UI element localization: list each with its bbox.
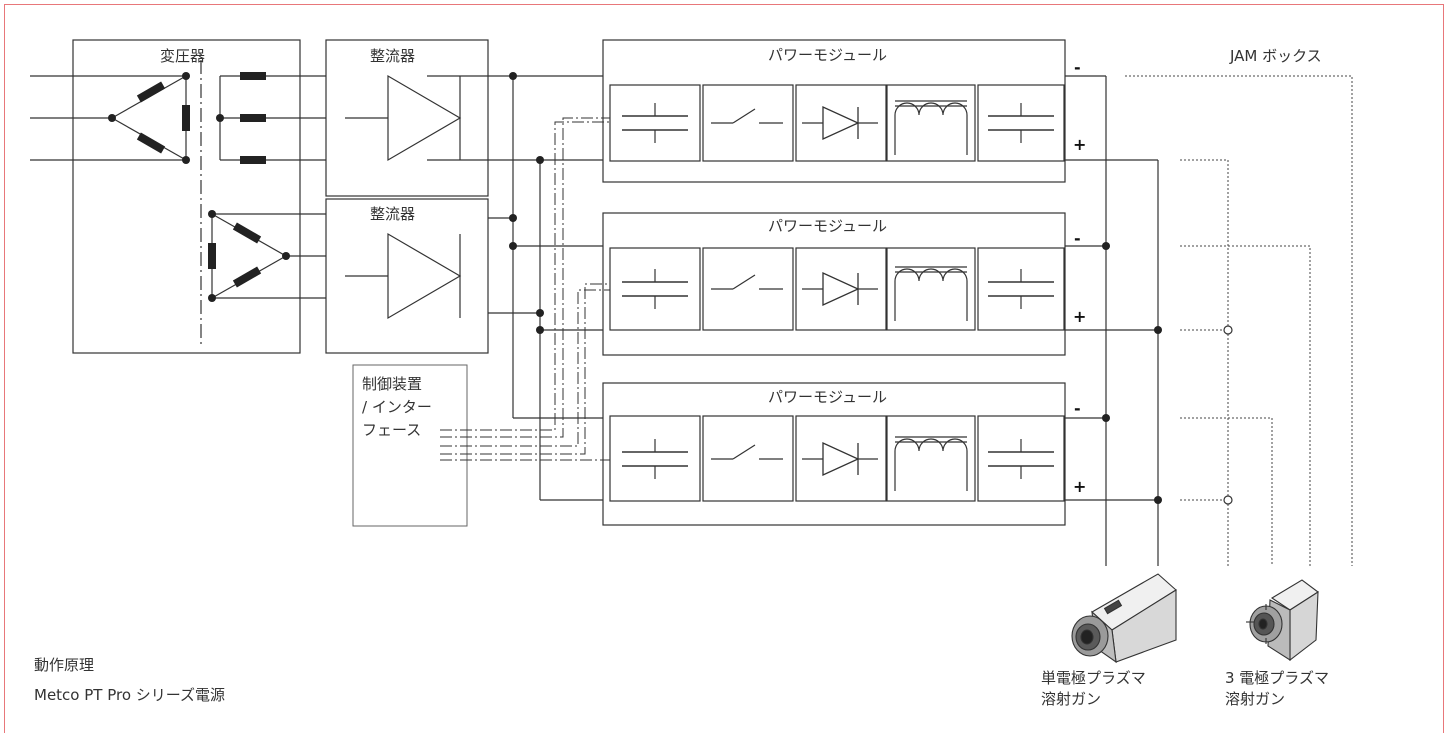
power-module-box-1 — [602, 39, 1066, 183]
plus-sign-1: + — [1073, 135, 1086, 154]
single-gun-label-1: 単電極プラズマ — [1041, 669, 1146, 687]
transformer-label: 変圧器 — [160, 47, 205, 65]
power-module-label-3: パワーモジュール — [768, 388, 887, 406]
jam-junction-rings — [1223, 325, 1233, 505]
controller-label-2: / インター — [362, 398, 432, 416]
controller-label-3: フェース — [362, 421, 421, 439]
rectifier-symbols — [345, 74, 462, 320]
triple-electrode-gun-image — [1246, 579, 1319, 662]
minus-sign-1: - — [1074, 58, 1081, 77]
rectifier-label-2: 整流器 — [370, 205, 415, 223]
junction-dots — [108, 72, 1162, 504]
jam-box-lines — [1125, 75, 1353, 566]
power-module-label-1: パワーモジュール — [768, 46, 887, 64]
plus-sign-3: + — [1073, 477, 1086, 496]
transformer-windings — [30, 60, 326, 345]
power-module-box-3 — [602, 382, 1066, 526]
single-electrode-gun-image — [1071, 573, 1177, 664]
power-module-label-2: パワーモジュール — [768, 217, 887, 235]
single-gun-label-2: 溶射ガン — [1041, 690, 1102, 708]
page-frame — [4, 4, 1444, 733]
jam-box-label: JAM ボックス — [1229, 47, 1322, 65]
power-module-box-2 — [602, 212, 1066, 356]
module-cells-3 — [609, 415, 1065, 502]
plus-sign-2: + — [1073, 307, 1086, 326]
module-cells-1 — [609, 84, 1065, 162]
rectifier-label-1: 整流器 — [370, 47, 415, 65]
minus-sign-2: - — [1074, 229, 1081, 248]
module-cells-2 — [609, 247, 1065, 331]
caption-subtitle: Metco PT Pro シリーズ電源 — [34, 686, 226, 704]
transformer-box — [72, 39, 301, 354]
rectifier-box-2 — [325, 198, 489, 354]
caption-title: 動作原理 — [34, 656, 95, 674]
minus-sign-3: - — [1074, 399, 1081, 418]
control-lines — [440, 117, 610, 461]
triple-gun-label-1: 3 電極プラズマ — [1225, 669, 1330, 687]
controller-label-1: 制御装置 — [362, 375, 422, 393]
triple-gun-label-2: 溶射ガン — [1225, 690, 1286, 708]
winding-coils — [136, 72, 266, 288]
